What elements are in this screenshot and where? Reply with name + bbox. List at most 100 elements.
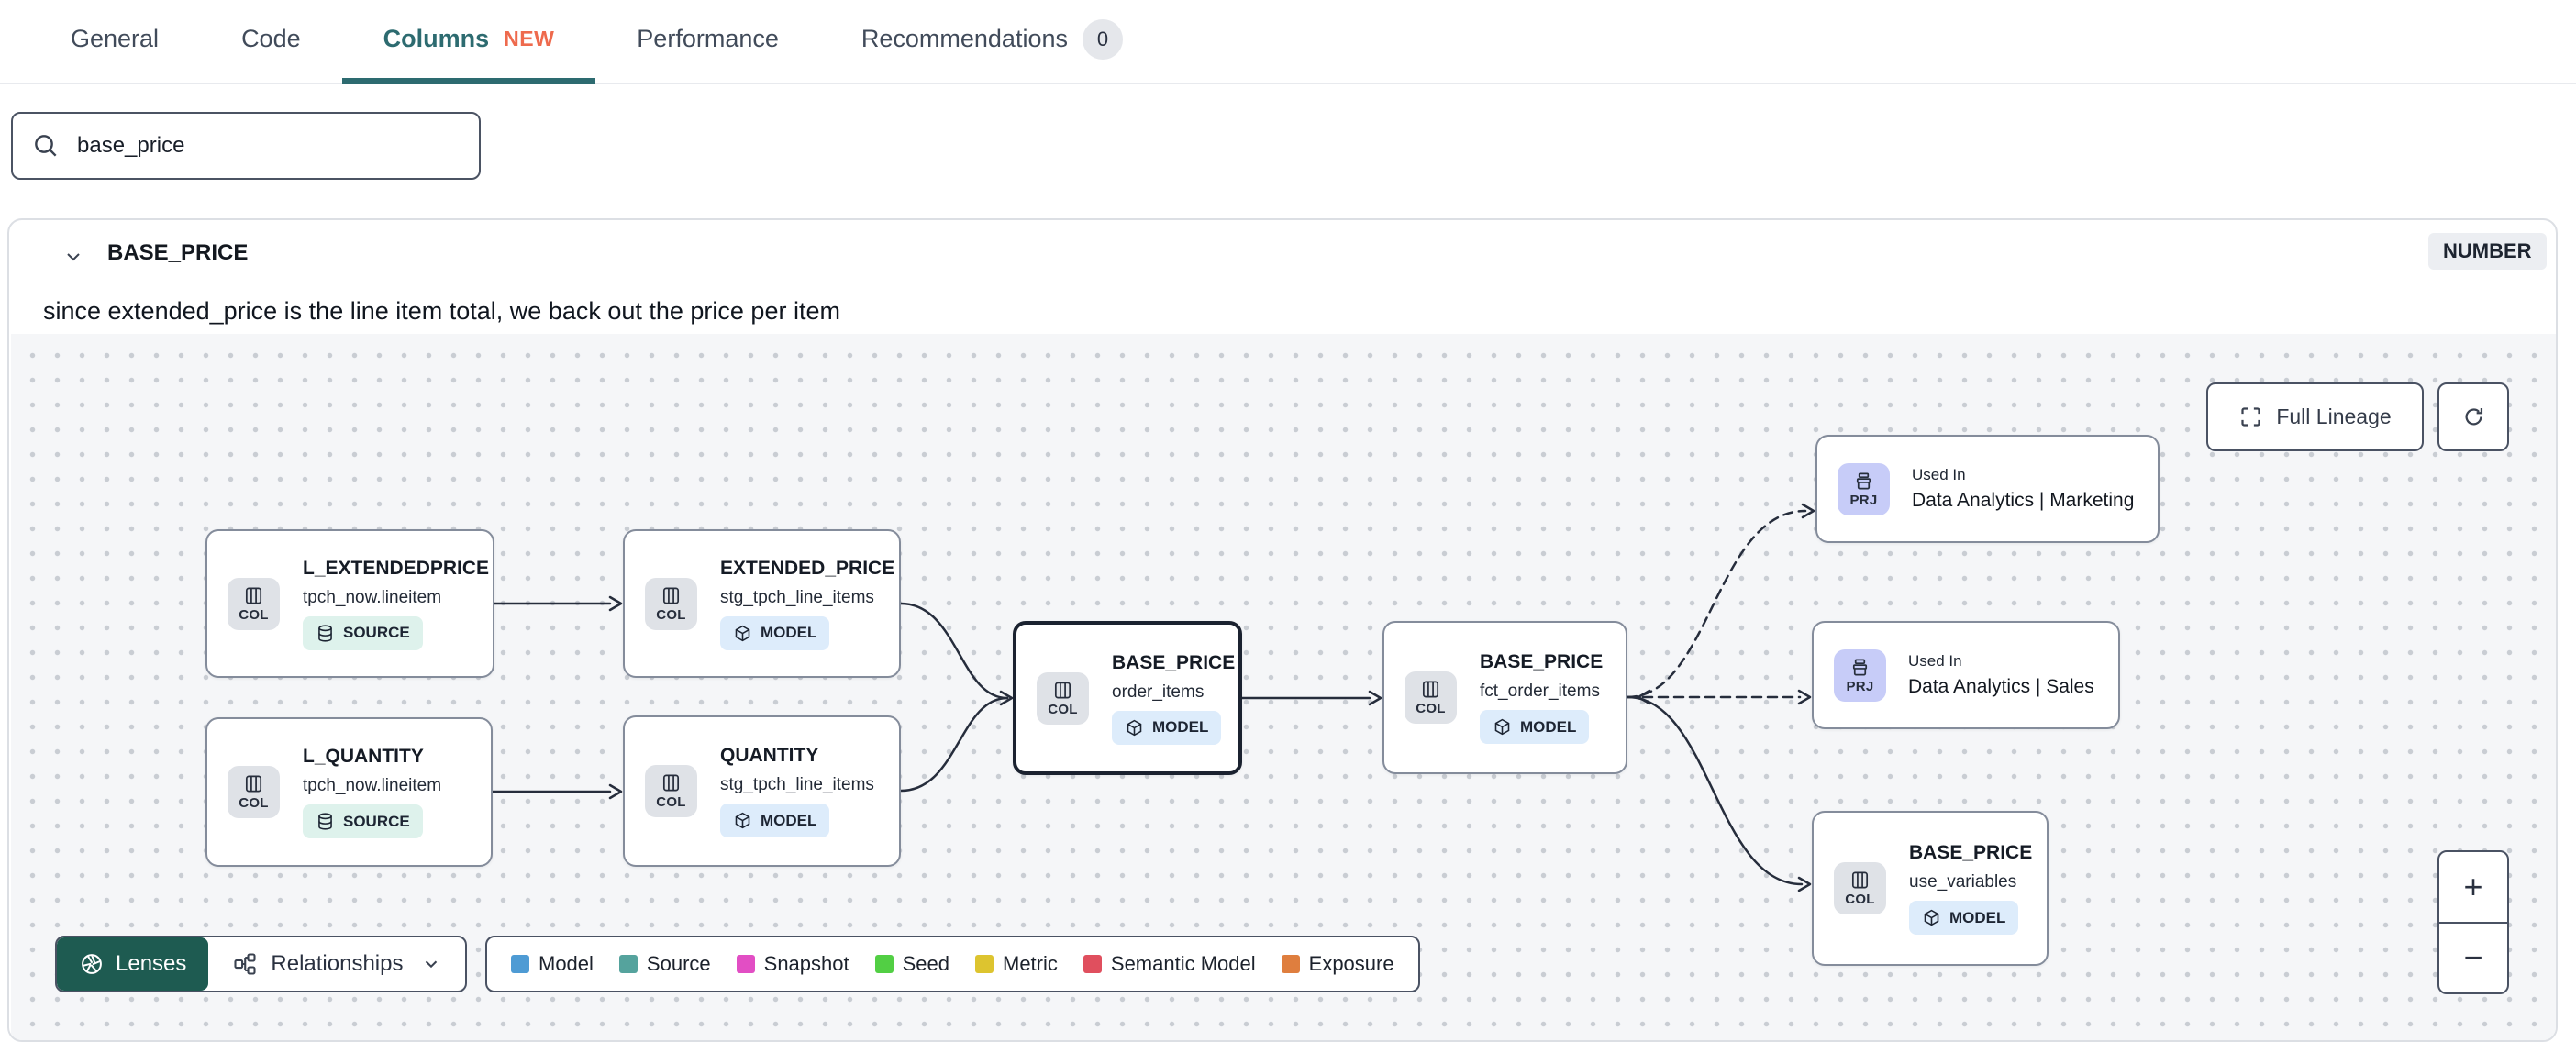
- tab-code-label: Code: [241, 25, 301, 52]
- column-chip: COL: [645, 765, 697, 817]
- node-title: QUANTITY: [720, 745, 819, 766]
- legend-swatch: [975, 955, 994, 973]
- zoom-out-button[interactable]: −: [2463, 938, 2483, 977]
- recommendations-count-badge: 0: [1083, 18, 1123, 60]
- chevron-down-icon[interactable]: [62, 246, 84, 268]
- node-subtitle: tpch_now.lineitem: [303, 587, 442, 607]
- legend-swatch: [1281, 955, 1300, 973]
- node-title: EXTENDED_PRICE: [720, 557, 895, 579]
- node-subtitle: use_variables: [1909, 872, 2017, 892]
- usedin-body: Used In Data Analytics | Sales: [1908, 652, 2094, 698]
- model-badge-label: MODEL: [761, 811, 817, 829]
- refresh-button[interactable]: [2437, 382, 2509, 451]
- column-search[interactable]: [11, 112, 481, 180]
- tab-bar: General Code Columns NEW Performance Rec…: [0, 0, 2576, 84]
- columns-icon: [1054, 681, 1071, 699]
- lineage-node-l-extendedprice[interactable]: COL L_EXTENDEDPRICE tpch_now.lineitem SO…: [205, 529, 494, 678]
- tab-code[interactable]: Code: [200, 0, 342, 84]
- node-title: L_QUANTITY: [303, 746, 424, 767]
- model-badge: MODEL: [1112, 710, 1222, 745]
- column-card: BASE_PRICE NUMBER since extended_price i…: [7, 218, 2558, 1042]
- lenses-button[interactable]: Lenses: [57, 937, 209, 991]
- columns-icon: [1422, 681, 1439, 698]
- node-subtitle: fct_order_items: [1480, 682, 1600, 701]
- lineage-canvas[interactable]: COL L_EXTENDEDPRICE tpch_now.lineitem SO…: [11, 334, 2556, 1040]
- tab-performance[interactable]: Performance: [595, 0, 820, 84]
- tab-columns-label: Columns: [383, 25, 490, 52]
- expand-icon: [2241, 407, 2260, 427]
- relationships-label: Relationships: [271, 951, 404, 976]
- usedin-label: Used In: [1912, 466, 1966, 483]
- cube-icon: [1924, 909, 1939, 926]
- project-chip: PRJ: [1838, 462, 1890, 515]
- node-body: EXTENDED_PRICE stg_tpch_line_items MODEL: [720, 558, 894, 650]
- archive-icon: [1856, 471, 1871, 490]
- legend-item-metric: Metric: [975, 952, 1058, 976]
- lineage-node-used-in-marketing[interactable]: PRJ Used In Data Analytics | Marketing: [1815, 435, 2160, 543]
- model-badge: MODEL: [720, 615, 830, 650]
- columns-icon: [1851, 871, 1869, 889]
- cube-icon: [1494, 718, 1510, 736]
- relationships-dropdown[interactable]: Relationships: [208, 937, 465, 991]
- archive-icon: [1852, 658, 1868, 676]
- usedin-name: Data Analytics | Marketing: [1912, 490, 2135, 511]
- tab-recommendations-label: Recommendations: [861, 25, 1068, 52]
- tab-recommendations[interactable]: Recommendations 0: [820, 0, 1164, 84]
- legend-label: Snapshot: [763, 952, 849, 975]
- legend-item-source: Source: [618, 952, 711, 976]
- lineage-legend: Model Source Snapshot Seed Metric Semant…: [485, 936, 1420, 992]
- column-chip: COL: [1405, 671, 1457, 724]
- zoom-in-button[interactable]: +: [2439, 852, 2507, 924]
- column-name: BASE_PRICE: [107, 240, 249, 265]
- project-chip-label: PRJ: [1849, 492, 1878, 508]
- usedin-body: Used In Data Analytics | Marketing: [1912, 466, 2134, 512]
- legend-swatch: [874, 955, 894, 973]
- source-badge: SOURCE: [303, 804, 423, 838]
- column-description: since extended_price is the line item to…: [43, 297, 840, 325]
- column-chip-label: COL: [656, 606, 686, 623]
- usedin-label: Used In: [1908, 652, 1962, 670]
- column-chip-label: COL: [1845, 892, 1875, 907]
- node-subtitle: stg_tpch_line_items: [720, 775, 874, 794]
- model-badge-label: MODEL: [1949, 908, 2006, 926]
- legend-label: Semantic Model: [1110, 952, 1256, 975]
- lenses-label: Lenses: [116, 951, 187, 976]
- column-chip-label: COL: [239, 795, 269, 811]
- model-badge-label: MODEL: [761, 624, 817, 641]
- model-badge-label: MODEL: [1152, 718, 1209, 736]
- tab-columns[interactable]: Columns NEW: [341, 0, 596, 84]
- column-chip-label: COL: [239, 606, 269, 623]
- lineage-node-base-price-order-items[interactable]: COL BASE_PRICE order_items MODEL: [1013, 621, 1242, 775]
- source-badge-label: SOURCE: [343, 624, 410, 641]
- source-badge: SOURCE: [303, 615, 423, 650]
- model-badge: MODEL: [1480, 710, 1590, 744]
- tab-general[interactable]: General: [29, 0, 200, 84]
- lineage-node-base-price-use-variables[interactable]: COL BASE_PRICE use_variables MODEL: [1812, 811, 2049, 966]
- column-chip: COL: [228, 577, 280, 630]
- node-title: BASE_PRICE: [1112, 651, 1236, 673]
- column-chip: COL: [1834, 862, 1886, 914]
- columns-icon: [662, 586, 680, 604]
- relationships-icon: [234, 953, 256, 975]
- lineage-node-base-price-fct-order-items[interactable]: COL BASE_PRICE fct_order_items MODEL: [1382, 621, 1627, 774]
- lineage-node-l-quantity[interactable]: COL L_QUANTITY tpch_now.lineitem SOURCE: [205, 717, 493, 867]
- columns-icon: [245, 586, 262, 604]
- node-subtitle: order_items: [1112, 682, 1205, 702]
- lineage-node-quantity[interactable]: COL QUANTITY stg_tpch_line_items MODEL: [623, 715, 901, 867]
- lineage-node-extended-price[interactable]: COL EXTENDED_PRICE stg_tpch_line_items M…: [623, 529, 901, 678]
- legend-item-exposure: Exposure: [1281, 952, 1394, 976]
- columns-icon: [662, 774, 680, 792]
- full-lineage-button[interactable]: Full Lineage: [2206, 382, 2424, 451]
- chevron-down-icon: [426, 960, 438, 969]
- lineage-node-used-in-sales[interactable]: PRJ Used In Data Analytics | Sales: [1812, 621, 2120, 729]
- legend-label: Model: [539, 952, 594, 975]
- aperture-icon: [82, 954, 102, 974]
- node-body: BASE_PRICE fct_order_items MODEL: [1480, 651, 1603, 744]
- node-subtitle: tpch_now.lineitem: [303, 776, 442, 795]
- node-title: L_EXTENDEDPRICE: [303, 557, 490, 579]
- search-input[interactable]: [77, 133, 461, 159]
- legend-label: Metric: [1003, 952, 1058, 975]
- column-chip: COL: [1037, 671, 1089, 725]
- legend-item-model: Model: [511, 952, 594, 976]
- node-title: BASE_PRICE: [1909, 842, 2033, 863]
